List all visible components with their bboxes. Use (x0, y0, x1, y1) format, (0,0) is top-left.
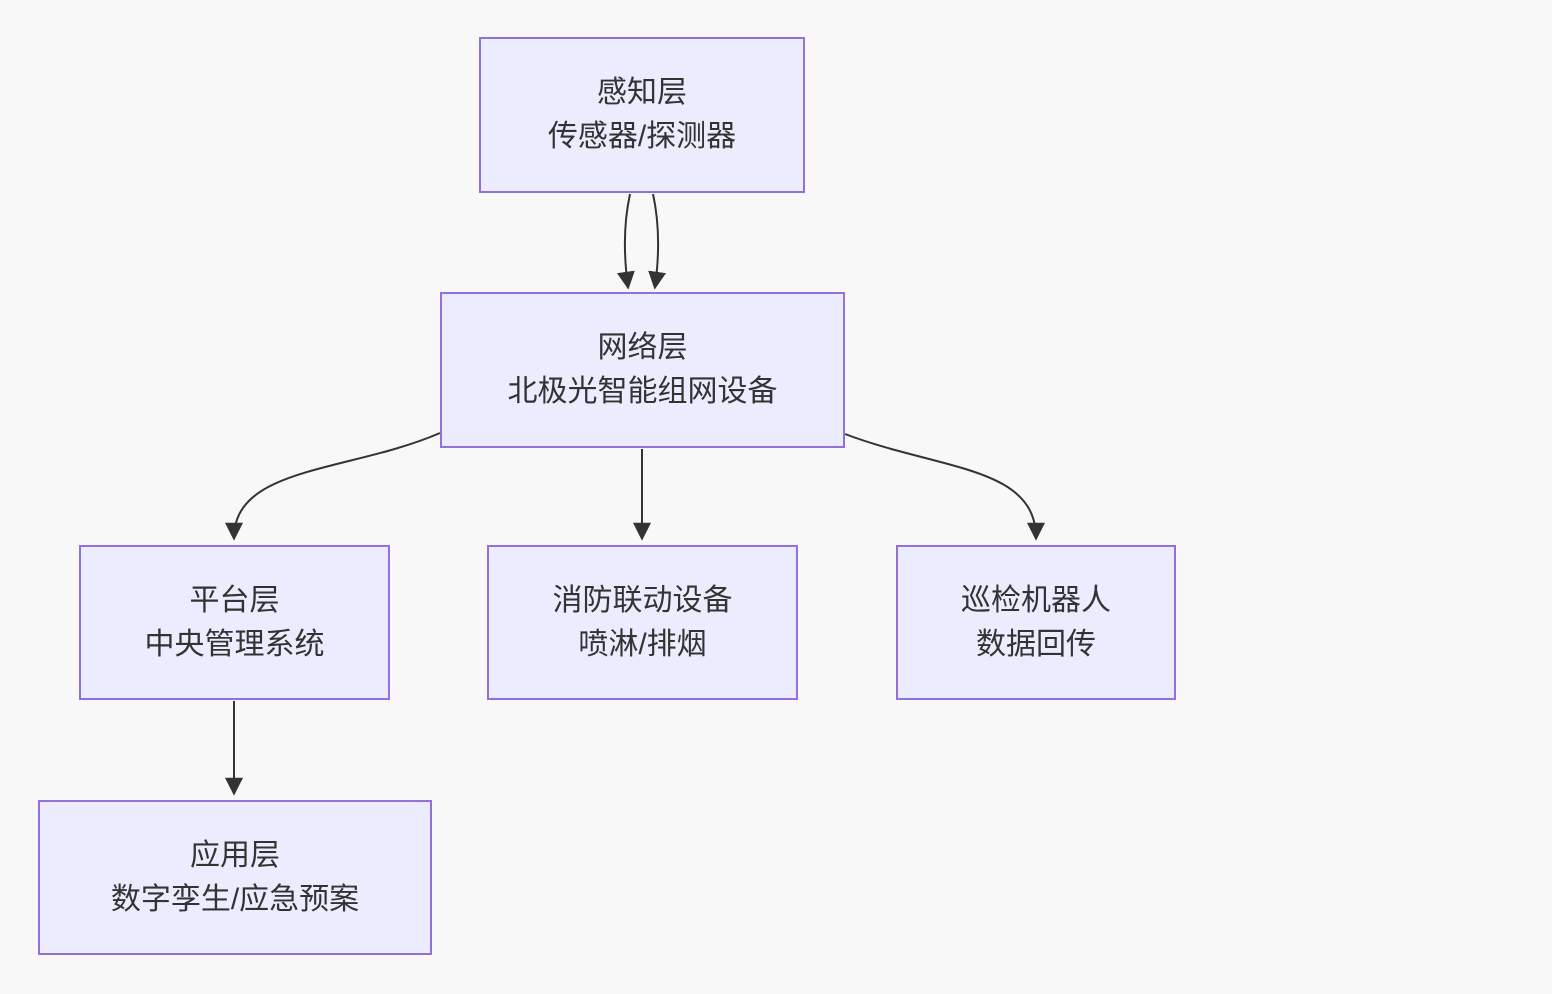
edge-perception-to-network-1 (616, 193, 635, 290)
edge-perception-to-network-2 (648, 193, 667, 290)
node-network-layer: 网络层 北极光智能组网设备 (440, 292, 845, 448)
edge-network-to-robot (844, 433, 1045, 541)
node-application-layer: 应用层 数字孪生/应急预案 (38, 800, 432, 955)
node-application-title: 应用层 (190, 838, 280, 872)
node-application-subtitle: 数字孪生/应急预案 (110, 882, 360, 916)
node-platform-title: 平台层 (189, 583, 280, 617)
node-platform-layer: 平台层 中央管理系统 (79, 545, 390, 700)
node-perception-subtitle: 传感器/探测器 (547, 120, 737, 153)
node-fire-subtitle: 喷淋/排烟 (578, 627, 707, 661)
edge-network-to-platform (225, 432, 441, 541)
node-network-title: 网络层 (597, 331, 688, 364)
node-perception-title: 感知层 (597, 76, 687, 109)
node-robot-title: 巡检机器人 (961, 583, 1111, 617)
node-perception-layer: 感知层 传感器/探测器 (479, 37, 805, 193)
node-fire-linkage-devices: 消防联动设备 喷淋/排烟 (487, 545, 798, 700)
node-robot-subtitle: 数据回传 (976, 627, 1096, 661)
node-inspection-robot: 巡检机器人 数据回传 (896, 545, 1176, 700)
node-network-subtitle: 北极光智能组网设备 (507, 375, 778, 408)
node-fire-title: 消防联动设备 (552, 583, 733, 617)
node-platform-subtitle: 中央管理系统 (144, 627, 325, 661)
